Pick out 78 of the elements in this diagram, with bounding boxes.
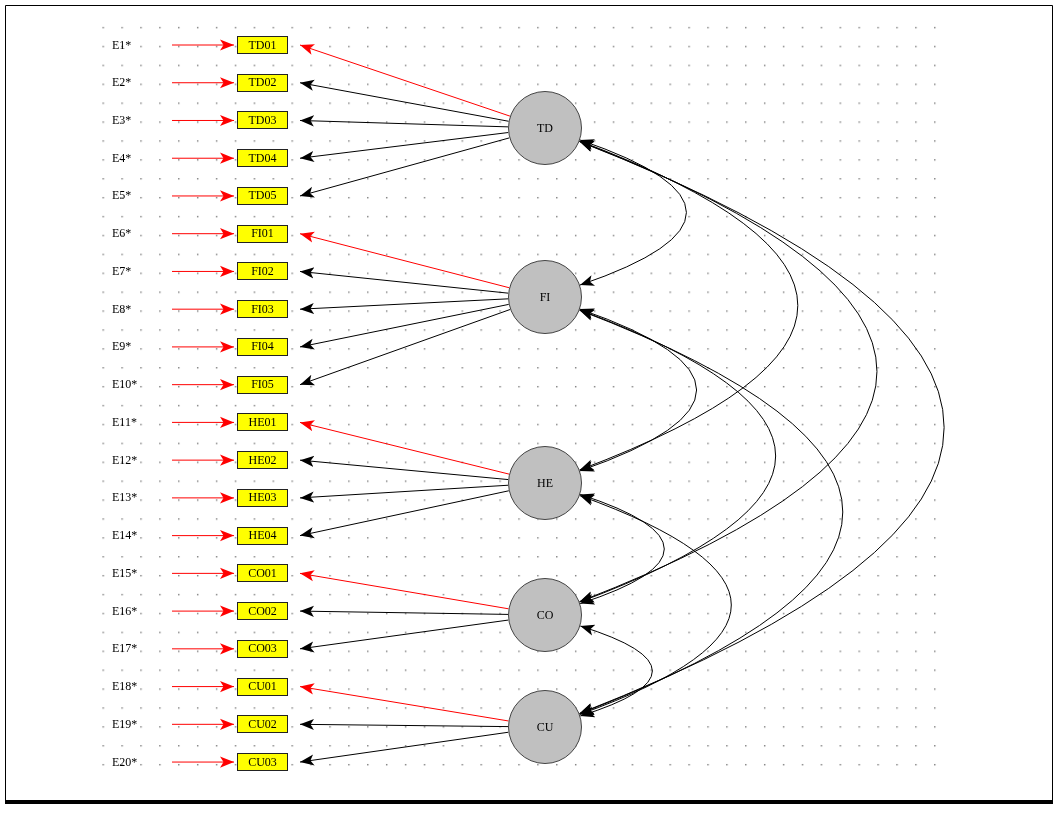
indicator-box: TD03 xyxy=(237,111,288,130)
arrow xyxy=(171,265,235,278)
arrow xyxy=(299,303,510,350)
error-term-label: E18* xyxy=(112,677,158,696)
arrow xyxy=(299,605,509,617)
indicator-box: FI03 xyxy=(237,300,288,319)
error-term-label: E14* xyxy=(112,526,158,545)
arrow xyxy=(171,77,235,89)
error-term-label: E20* xyxy=(112,753,158,772)
error-term-label: E4* xyxy=(112,149,158,168)
error-term-label: E17* xyxy=(112,639,158,658)
error-term-label: E19* xyxy=(112,715,158,734)
arrow xyxy=(171,341,235,353)
indicator-box: TD04 xyxy=(237,149,288,168)
covariance-arrow xyxy=(578,141,945,714)
arrow xyxy=(299,718,509,731)
indicator-box: CO01 xyxy=(237,564,288,583)
arrow xyxy=(171,492,235,504)
error-term-label: E13* xyxy=(112,488,158,507)
arrow xyxy=(299,484,509,503)
arrow xyxy=(171,152,235,164)
arrow xyxy=(299,683,509,722)
error-term-label: E12* xyxy=(112,451,158,470)
error-term-label: E1* xyxy=(112,36,158,54)
arrow xyxy=(299,298,509,315)
arrow xyxy=(171,416,235,428)
covariance-arrow xyxy=(579,495,732,715)
arrow xyxy=(299,619,509,653)
error-term-label: E11* xyxy=(112,413,158,432)
indicator-box: CU02 xyxy=(237,715,288,734)
arrow xyxy=(171,681,235,693)
arrow xyxy=(299,731,509,766)
arrow xyxy=(171,605,235,617)
error-term-label: E8* xyxy=(112,300,158,319)
arrow xyxy=(299,308,511,386)
covariance-arrow xyxy=(579,493,665,605)
arrow xyxy=(171,228,235,240)
arrow xyxy=(171,756,235,768)
error-term-label: E2* xyxy=(112,73,158,92)
arrow xyxy=(299,44,511,117)
arrow xyxy=(171,190,235,202)
arrow xyxy=(299,570,509,610)
arrow xyxy=(299,267,509,294)
arrow xyxy=(299,490,510,539)
covariance-arrow xyxy=(579,308,698,472)
error-term-label: E16* xyxy=(112,602,158,621)
error-term-label: E3* xyxy=(112,111,158,130)
indicator-box: TD01 xyxy=(237,36,288,54)
indicator-box: HE01 xyxy=(237,413,288,432)
error-term-label: E5* xyxy=(112,186,158,205)
arrow xyxy=(171,643,235,655)
indicator-box: CO02 xyxy=(237,602,288,621)
arrow xyxy=(299,115,509,128)
arrow xyxy=(171,530,235,542)
arrow xyxy=(171,114,235,127)
arrow xyxy=(299,132,509,163)
arrow xyxy=(299,231,510,289)
arrow xyxy=(171,379,235,391)
error-term-label: E10* xyxy=(112,375,158,394)
covariance-arrow xyxy=(579,309,844,715)
indicator-box: HE02 xyxy=(237,451,288,470)
arrow xyxy=(171,567,235,579)
arrow xyxy=(299,79,510,122)
covariance-arrow xyxy=(579,625,653,717)
error-term-label: E7* xyxy=(112,262,158,281)
error-term-label: E6* xyxy=(112,224,158,243)
arrow xyxy=(299,420,510,475)
error-term-label: E15* xyxy=(112,564,158,583)
arrow xyxy=(171,39,235,51)
indicator-box: FI02 xyxy=(237,262,288,281)
covariance-arrow xyxy=(579,139,687,286)
indicator-box: CU03 xyxy=(237,753,288,772)
arrow xyxy=(171,718,235,730)
arrow xyxy=(171,454,235,466)
arrow xyxy=(299,455,509,481)
error-term-label: E9* xyxy=(112,337,158,356)
arrow xyxy=(171,303,235,315)
arrow xyxy=(299,137,510,198)
